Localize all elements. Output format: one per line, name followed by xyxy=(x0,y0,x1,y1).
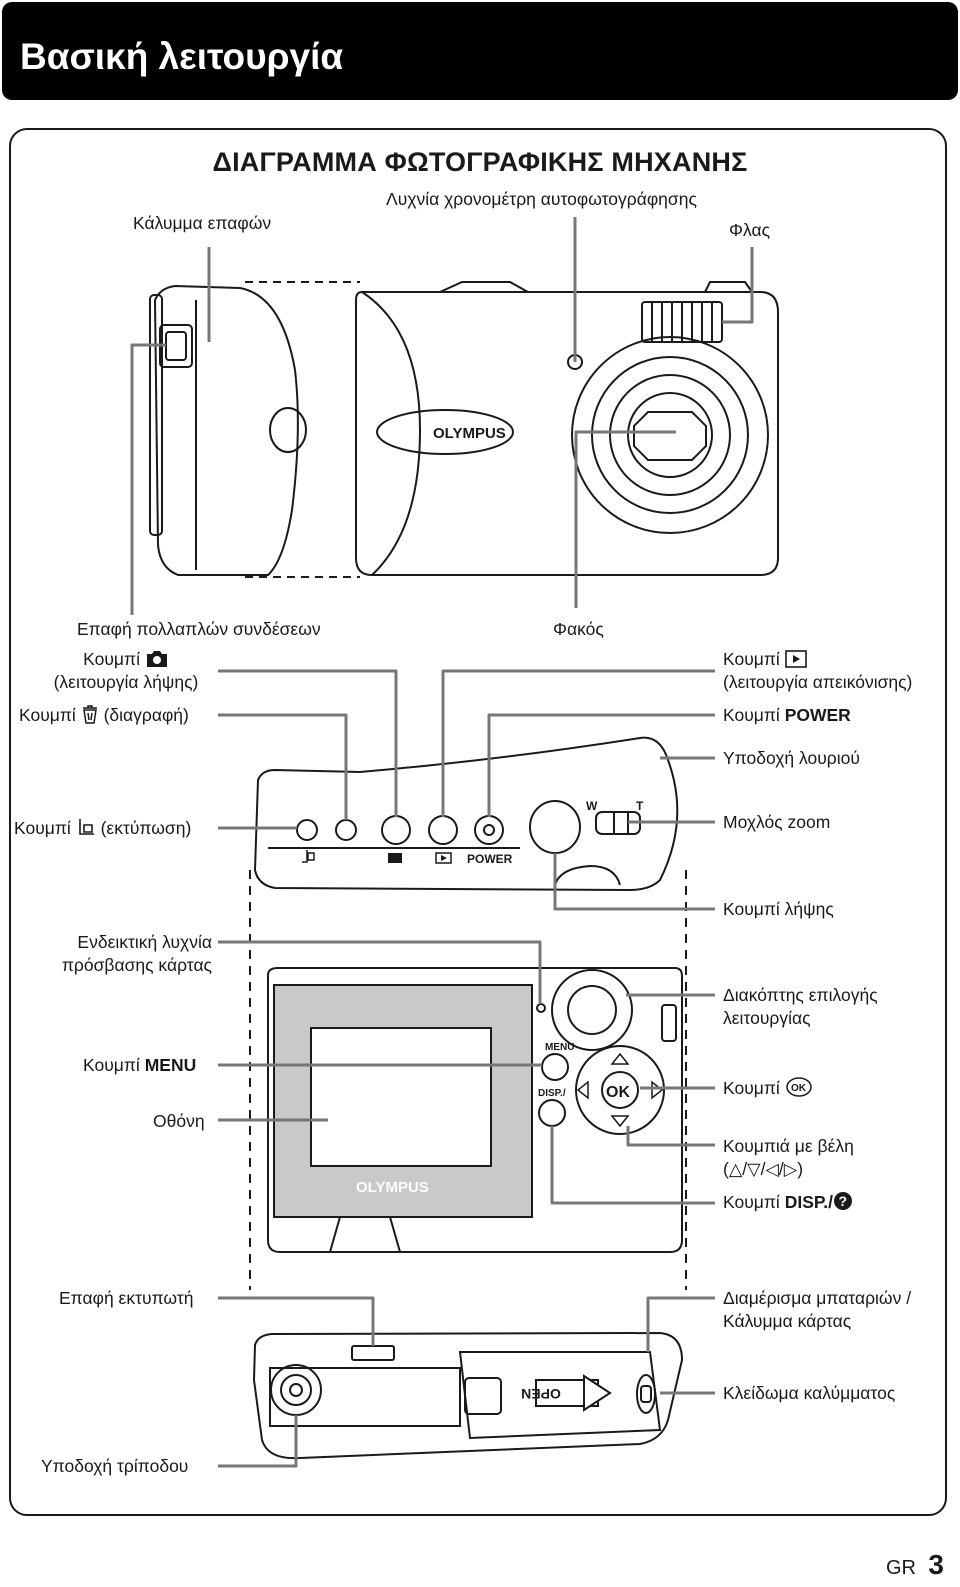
engraved-ok-text: OK xyxy=(606,1084,630,1101)
label-cover-lock: Κλείδωμα καλύμματος xyxy=(723,1383,896,1403)
playback-icon xyxy=(784,650,807,668)
engraved-t-text: T xyxy=(636,799,644,813)
camera-top-illustration: POWER W T xyxy=(249,736,687,1290)
svg-text:?: ? xyxy=(839,1193,848,1209)
diagram-frame xyxy=(9,128,947,1516)
help-icon: ? xyxy=(834,1192,853,1210)
label-playback-button: Κουμπί (λειτουργία απεικόνισης) xyxy=(723,649,913,692)
label-menu-button: Κουμπί MENU xyxy=(83,1055,197,1075)
print-icon xyxy=(78,819,94,835)
label-card-access-lamp: Ενδεικτική λυχνία πρόσβασης κάρτας xyxy=(61,932,212,975)
page-header: Βασική λειτουργία xyxy=(2,2,958,100)
ok-icon: OK xyxy=(785,1077,812,1097)
label-tripod-socket: Υποδοχή τρίποδου xyxy=(41,1456,189,1476)
page-footer: GR 3 xyxy=(886,1549,944,1581)
label-battery-compartment: Διαμέρισμα μπαταριών / Κάλυμμα κάρτας xyxy=(723,1288,912,1331)
section-title: Βασική λειτουργία xyxy=(20,36,344,77)
label-ok-button: Κουμπί OK xyxy=(723,1077,813,1100)
language-code: GR xyxy=(885,1557,916,1579)
label-monitor: Οθόνη xyxy=(153,1111,205,1131)
label-printer-connector: Επαφή εκτυπωτή xyxy=(59,1288,194,1308)
engraved-disp-text: DISP./ xyxy=(538,1088,566,1099)
label-arrow-buttons: Κουμπιά με βέλη (△/▽/◁/▷) xyxy=(723,1136,854,1179)
camera-front-illustration: OLYMPUS xyxy=(149,281,779,578)
engraved-open-text: OPEN xyxy=(521,1386,561,1402)
camera-bottom-illustration: OPEN xyxy=(252,1331,684,1460)
leader-lines xyxy=(130,217,754,1468)
engraved-power-text: POWER xyxy=(467,852,513,866)
engraved-menu-text: MENU xyxy=(545,1042,574,1053)
label-strap-eyelet: Υποδοχή λουριού xyxy=(723,748,860,768)
label-shutter-button: Κουμπί λήψης xyxy=(723,899,834,919)
label-lens: Φακός xyxy=(553,619,604,639)
label-erase-button: Κουμπί (διαγραφή) xyxy=(19,705,189,725)
label-zoom-lever: Μοχλός zoom xyxy=(723,812,831,832)
page-number: 3 xyxy=(928,1549,944,1580)
back-brand-logo: OLYMPUS xyxy=(356,1179,429,1196)
svg-text:OK: OK xyxy=(791,1083,807,1094)
camera-icon xyxy=(146,651,167,667)
label-connector-cover: Κάλυμμα επαφών xyxy=(133,213,272,233)
label-disp-button: Κουμπί DISP./? xyxy=(723,1191,853,1214)
label-power-button: Κουμπί POWER xyxy=(723,705,851,725)
camera-back-illustration: OLYMPUS MENU DISP./ OK xyxy=(267,967,683,1253)
label-shooting-button: Κουμπί (λειτουργία λήψης) xyxy=(53,649,199,692)
label-flash: Φλας xyxy=(729,220,770,240)
label-timer-lamp: Λυχνία χρονομέτρη αυτοφωτογράφησης xyxy=(386,189,697,209)
label-mode-dial: Διακόπτης επιλογής λειτουργίας xyxy=(723,985,878,1028)
label-print-button: Κουμπί (εκτύπωση) xyxy=(14,818,192,838)
front-brand-logo: OLYMPUS xyxy=(433,425,506,442)
trash-icon xyxy=(82,705,97,724)
label-multi-connector: Επαφή πολλαπλών συνδέσεων xyxy=(77,619,321,639)
engraved-w-text: W xyxy=(586,799,598,813)
diagram-title: ΔΙΑΓΡΑΜΜΑ ΦΩΤΟΓΡΑΦΙΚΗΣ ΜΗΧΑΝΗΣ xyxy=(212,147,748,177)
